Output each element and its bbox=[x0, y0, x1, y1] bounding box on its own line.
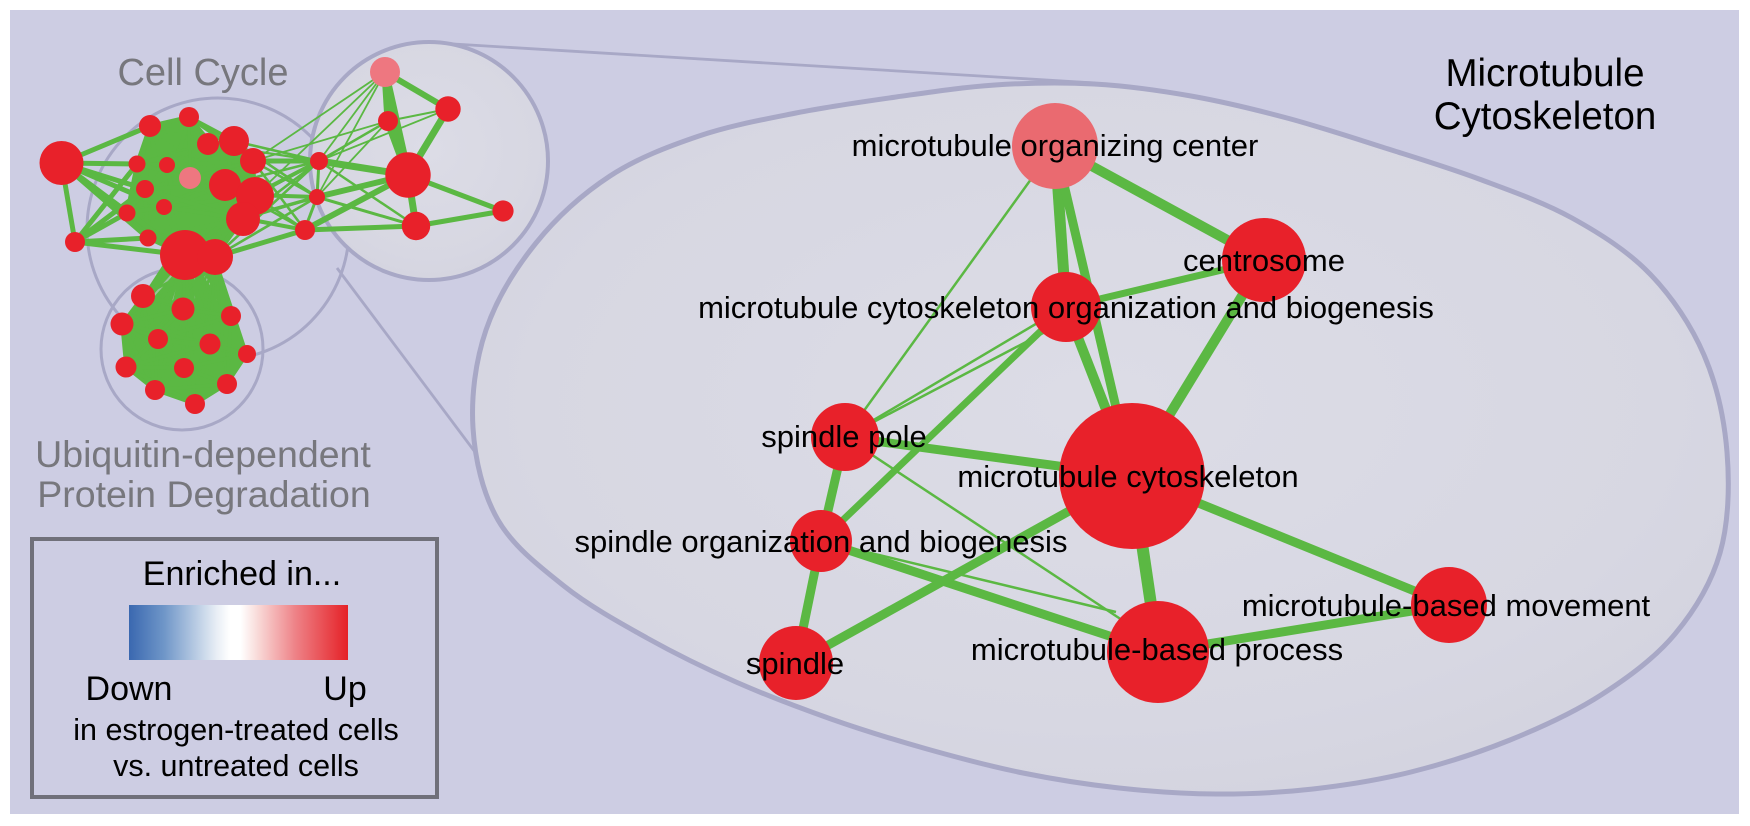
svg-text:spindle pole: spindle pole bbox=[761, 419, 926, 454]
svg-text:Microtubule: Microtubule bbox=[1445, 52, 1644, 95]
svg-text:Ubiquitin-dependent: Ubiquitin-dependent bbox=[35, 433, 371, 475]
svg-text:Cytoskeleton: Cytoskeleton bbox=[1434, 95, 1657, 138]
svg-text:in estrogen-treated cells: in estrogen-treated cells bbox=[73, 713, 399, 747]
svg-text:microtubule cytoskeleton organ: microtubule cytoskeleton organization an… bbox=[698, 290, 1434, 325]
svg-text:Down: Down bbox=[86, 670, 173, 708]
svg-text:Protein Degradation: Protein Degradation bbox=[37, 473, 371, 515]
svg-text:vs. untreated cells: vs. untreated cells bbox=[113, 749, 359, 783]
svg-text:microtubule organizing center: microtubule organizing center bbox=[852, 128, 1259, 163]
svg-text:spindle organization and bioge: spindle organization and biogenesis bbox=[575, 524, 1068, 559]
svg-text:Cell Cycle: Cell Cycle bbox=[117, 52, 288, 94]
svg-text:Enriched in...: Enriched in... bbox=[143, 555, 341, 593]
svg-text:centrosome: centrosome bbox=[1183, 243, 1345, 278]
svg-text:microtubule cytoskeleton: microtubule cytoskeleton bbox=[957, 459, 1298, 494]
svg-text:microtubule-based process: microtubule-based process bbox=[971, 632, 1343, 667]
svg-text:microtubule-based movement: microtubule-based movement bbox=[1242, 588, 1651, 623]
svg-text:spindle: spindle bbox=[746, 646, 844, 681]
svg-text:Up: Up bbox=[323, 670, 366, 708]
